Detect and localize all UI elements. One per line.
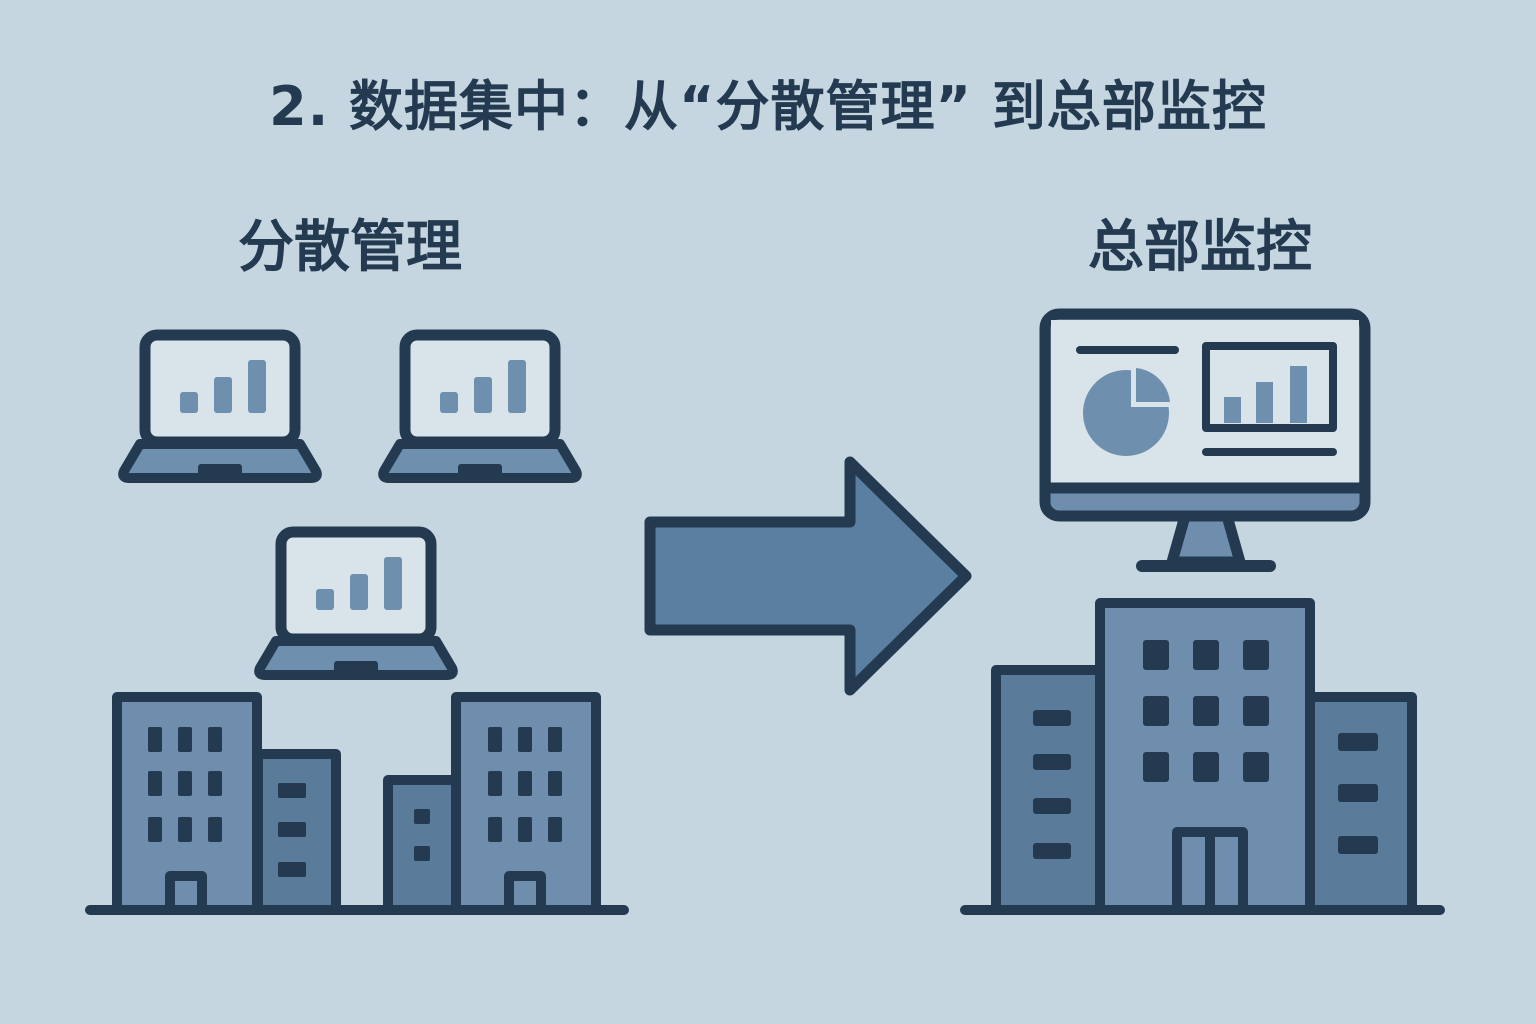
arrow-right-icon	[644, 456, 972, 696]
page-title: 2. 数据集中：从“分散管理” 到总部监控	[269, 75, 1267, 138]
monitor-dashboard-icon	[1039, 308, 1371, 572]
laptop-icon	[123, 335, 317, 478]
office-buildings-icon	[85, 692, 629, 915]
laptop-icon	[259, 532, 453, 675]
headquarters-label: 总部监控	[1088, 215, 1312, 280]
laptop-icon	[383, 335, 577, 478]
decentralized-label: 分散管理	[238, 215, 462, 280]
headquarters-building-icon	[960, 598, 1445, 915]
